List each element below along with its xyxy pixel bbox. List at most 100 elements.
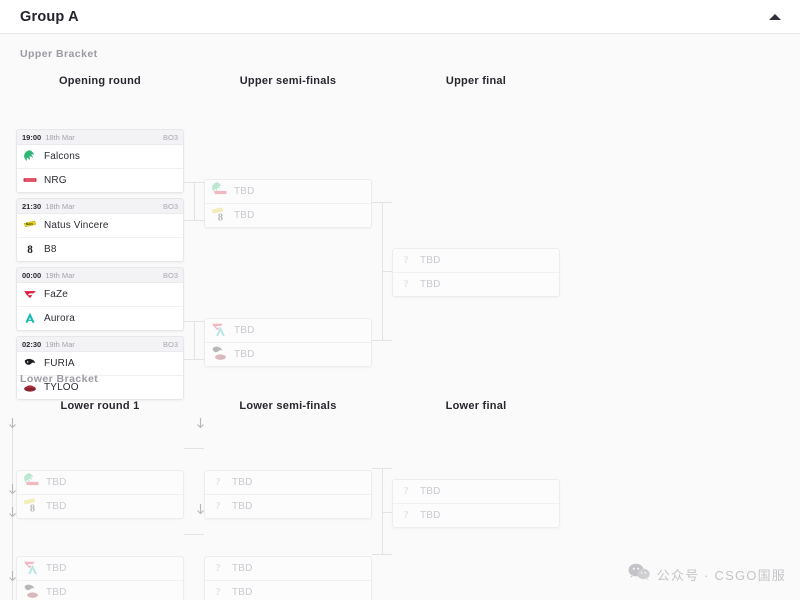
faze-aurora-placeholder-logo — [211, 321, 227, 339]
drop-arrow-icon — [8, 484, 17, 496]
question-icon: ? — [215, 586, 221, 599]
drop-arrow-icon — [196, 418, 205, 430]
drop-arrow-icon — [8, 418, 17, 430]
round-title-lower-round-1: Lower round 1 — [60, 400, 140, 412]
faze-logo — [23, 287, 37, 301]
match-team-row[interactable]: ? TBD — [205, 557, 371, 581]
team-name: TBD — [420, 509, 441, 521]
lower-bracket-label: Lower Bracket — [20, 373, 99, 385]
match-team-row[interactable]: 8 B8 — [17, 237, 183, 261]
match-format: BO3 — [162, 270, 178, 280]
match-team-row[interactable]: ? TBD — [393, 503, 559, 527]
match-team-row[interactable]: TYLOO — [17, 375, 183, 399]
team-name: TBD — [232, 476, 253, 488]
question-icon: ? — [403, 278, 409, 291]
match-card[interactable]: ? TBD ? TBD — [204, 556, 372, 600]
furia-tyloo-placeholder-logo — [211, 345, 227, 363]
wechat-icon — [628, 563, 650, 586]
match-header: 21:30 18th Mar BO3 — [17, 199, 183, 214]
connector — [184, 220, 204, 221]
team-name: TBD — [234, 348, 255, 360]
round-title-lower-final: Lower final — [445, 400, 507, 412]
match-team-row[interactable]: TBD — [17, 471, 183, 495]
tyloo-logo — [23, 380, 37, 394]
match-card[interactable]: 21:30 18th Mar BO3 NAVI Natus Vincere 8 … — [16, 198, 184, 262]
team-name: FURIA — [44, 357, 75, 369]
question-icon: ? — [403, 254, 409, 267]
match-team-row[interactable]: ? TBD — [205, 471, 371, 495]
match-team-row[interactable]: ? TBD — [205, 580, 371, 600]
match-team-row[interactable]: TBD — [205, 342, 371, 366]
navi-b8-placeholder-logo: 8 — [211, 206, 227, 224]
connector — [184, 534, 204, 535]
nrg-logo — [23, 173, 37, 187]
team-name: TBD — [234, 324, 255, 336]
match-format: BO3 — [162, 132, 178, 142]
match-card[interactable]: TBD TBD — [16, 556, 184, 600]
match-team-row[interactable]: TBD — [17, 580, 183, 600]
connector — [382, 271, 392, 272]
watermark-text: 公众号 · CSGO国服 — [656, 568, 786, 583]
match-format: BO3 — [162, 201, 178, 211]
team-name: TBD — [232, 500, 253, 512]
team-name: TBD — [46, 562, 67, 574]
collapse-group-button[interactable] — [766, 9, 784, 25]
falcons-nrg-placeholder-logo — [211, 182, 227, 200]
match-card[interactable]: 02:30 19th Mar BO3 FURIA TYLOO — [16, 336, 184, 400]
match-format: BO3 — [162, 339, 178, 349]
match-card[interactable]: ? TBD ? TBD — [392, 479, 560, 528]
svg-text:8: 8 — [218, 213, 223, 224]
connector — [184, 359, 204, 360]
match-team-row[interactable]: ? TBD — [393, 480, 559, 504]
team-name: TYLOO — [44, 381, 79, 393]
group-header[interactable]: Group A — [0, 0, 800, 34]
match-card[interactable]: TBD TBD — [204, 318, 372, 367]
drop-arrow-icon — [196, 504, 205, 516]
match-team-row[interactable]: ? TBD — [393, 272, 559, 296]
upper-bracket-label: Upper Bracket — [20, 48, 98, 60]
team-name: TBD — [420, 278, 441, 290]
match-team-row[interactable]: NAVI Natus Vincere — [17, 214, 183, 238]
team-name: TBD — [46, 586, 67, 598]
match-team-row[interactable]: FURIA — [17, 352, 183, 376]
navi-b8-placeholder-logo: 8 — [23, 497, 39, 515]
svg-text:8: 8 — [30, 504, 35, 515]
match-team-row[interactable]: TBD — [205, 180, 371, 204]
match-card[interactable]: 00:00 19th Mar BO3 FaZe Aurora — [16, 267, 184, 331]
match-team-row[interactable]: ? TBD — [205, 494, 371, 518]
match-card[interactable]: TBD 8 TBD — [16, 470, 184, 519]
connector — [194, 321, 195, 359]
match-card[interactable]: ? TBD ? TBD — [204, 470, 372, 519]
watermark: 公众号 · CSGO国服 — [628, 563, 786, 586]
drop-arrow-icon — [8, 507, 17, 519]
match-team-row[interactable]: ? TBD — [393, 249, 559, 273]
round-title-upper-semis: Upper semi-finals — [239, 75, 337, 87]
match-team-row[interactable]: Falcons — [17, 145, 183, 169]
match-team-row[interactable]: 8 TBD — [17, 494, 183, 518]
match-card[interactable]: ? TBD ? TBD — [392, 248, 560, 297]
question-icon: ? — [215, 500, 221, 513]
team-name: B8 — [44, 243, 57, 255]
round-title-upper-final: Upper final — [445, 75, 507, 87]
match-card[interactable]: 19:00 18th Mar BO3 Falcons NRG — [16, 129, 184, 193]
match-team-row[interactable]: TBD — [17, 557, 183, 581]
match-date: 19th Mar — [45, 270, 75, 280]
match-header: 02:30 19th Mar BO3 — [17, 337, 183, 352]
question-icon: ? — [403, 485, 409, 498]
svg-text:NAVI: NAVI — [26, 222, 33, 226]
bracket-canvas: Upper Bracket Opening round Upper semi-f… — [0, 34, 800, 600]
b8-logo: 8 — [23, 242, 37, 256]
connector — [382, 512, 392, 513]
match-team-row[interactable]: NRG — [17, 168, 183, 192]
match-team-row[interactable]: TBD — [205, 319, 371, 343]
team-name: NRG — [44, 174, 67, 186]
team-name: TBD — [232, 562, 253, 574]
round-title-opening: Opening round — [58, 75, 142, 87]
round-title-lower-semis: Lower semi-finals — [239, 400, 337, 412]
match-team-row[interactable]: Aurora — [17, 306, 183, 330]
team-name: Falcons — [44, 150, 81, 162]
match-card[interactable]: TBD 8 TBD — [204, 179, 372, 228]
team-name: Aurora — [44, 312, 75, 324]
match-team-row[interactable]: 8 TBD — [205, 203, 371, 227]
match-team-row[interactable]: FaZe — [17, 283, 183, 307]
